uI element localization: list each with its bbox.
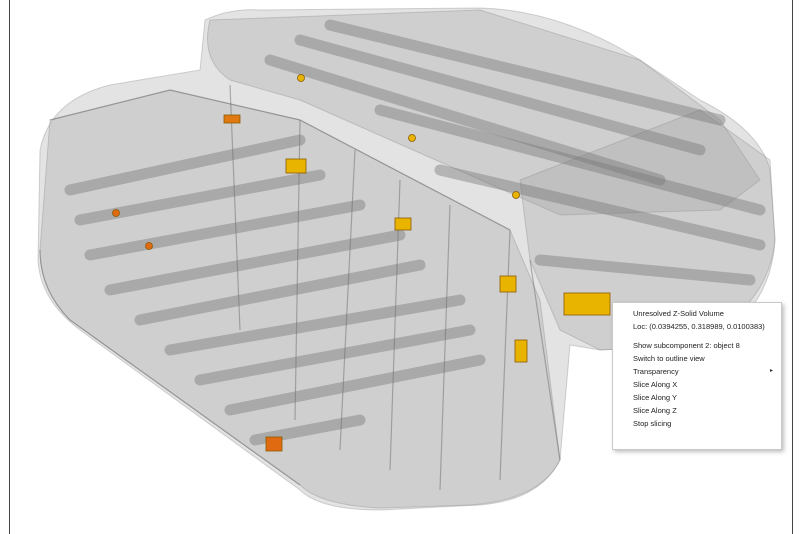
marker-orange (112, 209, 120, 217)
context-menu[interactable]: Unresolved Z-Solid Volume Loc: (0.039425… (612, 302, 782, 450)
marker-orange (223, 114, 241, 124)
wall-edge (499, 229, 511, 481)
menu-item-show-subcomponent[interactable]: Show subcomponent 2: object 8 (633, 341, 740, 350)
model-top-box (207, 9, 761, 216)
menu-item-location: Loc: (0.0394255, 0.318989, 0.0100383) (633, 322, 765, 331)
channel (134, 259, 426, 326)
channel (374, 104, 766, 216)
menu-item-stop-slicing[interactable]: Stop slicing (633, 419, 672, 428)
model-body-back (37, 7, 776, 511)
channel (84, 199, 366, 261)
marker-orange (265, 436, 283, 452)
menu-item-transparency[interactable]: Transparency ▸ (613, 365, 781, 378)
wall-edge (49, 89, 511, 231)
marker-yellow (514, 339, 528, 363)
channel (224, 354, 486, 416)
wall-edge (229, 84, 241, 331)
marker-yellow (285, 158, 307, 174)
menu-item-transparency-label: Transparency (633, 367, 679, 376)
menu-item-slice-z[interactable]: Slice Along Z (633, 406, 677, 415)
marker-yellow (563, 292, 611, 316)
wall-edge (439, 204, 451, 491)
menu-item-object-name: Unresolved Z-Solid Volume (633, 309, 724, 318)
wall-edge (39, 249, 301, 486)
marker-yellow (408, 134, 416, 142)
channel (264, 54, 666, 186)
wall-edge (339, 149, 356, 451)
marker-yellow (297, 74, 305, 82)
marker-yellow (499, 275, 517, 293)
channel (534, 254, 756, 286)
channel (294, 34, 706, 156)
channel (194, 324, 476, 386)
menu-item-slice-y[interactable]: Slice Along Y (633, 393, 678, 402)
menu-item-outline-view[interactable]: Switch to outline view (633, 354, 705, 363)
channel (64, 134, 306, 196)
marker-yellow (512, 191, 520, 199)
submenu-arrow-icon: ▸ (769, 368, 773, 374)
channel (164, 294, 466, 356)
marker-orange (145, 242, 153, 250)
channel (74, 169, 326, 226)
marker-yellow (394, 217, 412, 231)
channel (434, 164, 766, 251)
menu-item-slice-x[interactable]: Slice Along X (633, 380, 678, 389)
viewport-right-border (792, 0, 793, 534)
viewport-left-border (9, 0, 10, 534)
wall-edge (529, 259, 561, 461)
channel (324, 19, 726, 126)
channel (104, 229, 406, 296)
